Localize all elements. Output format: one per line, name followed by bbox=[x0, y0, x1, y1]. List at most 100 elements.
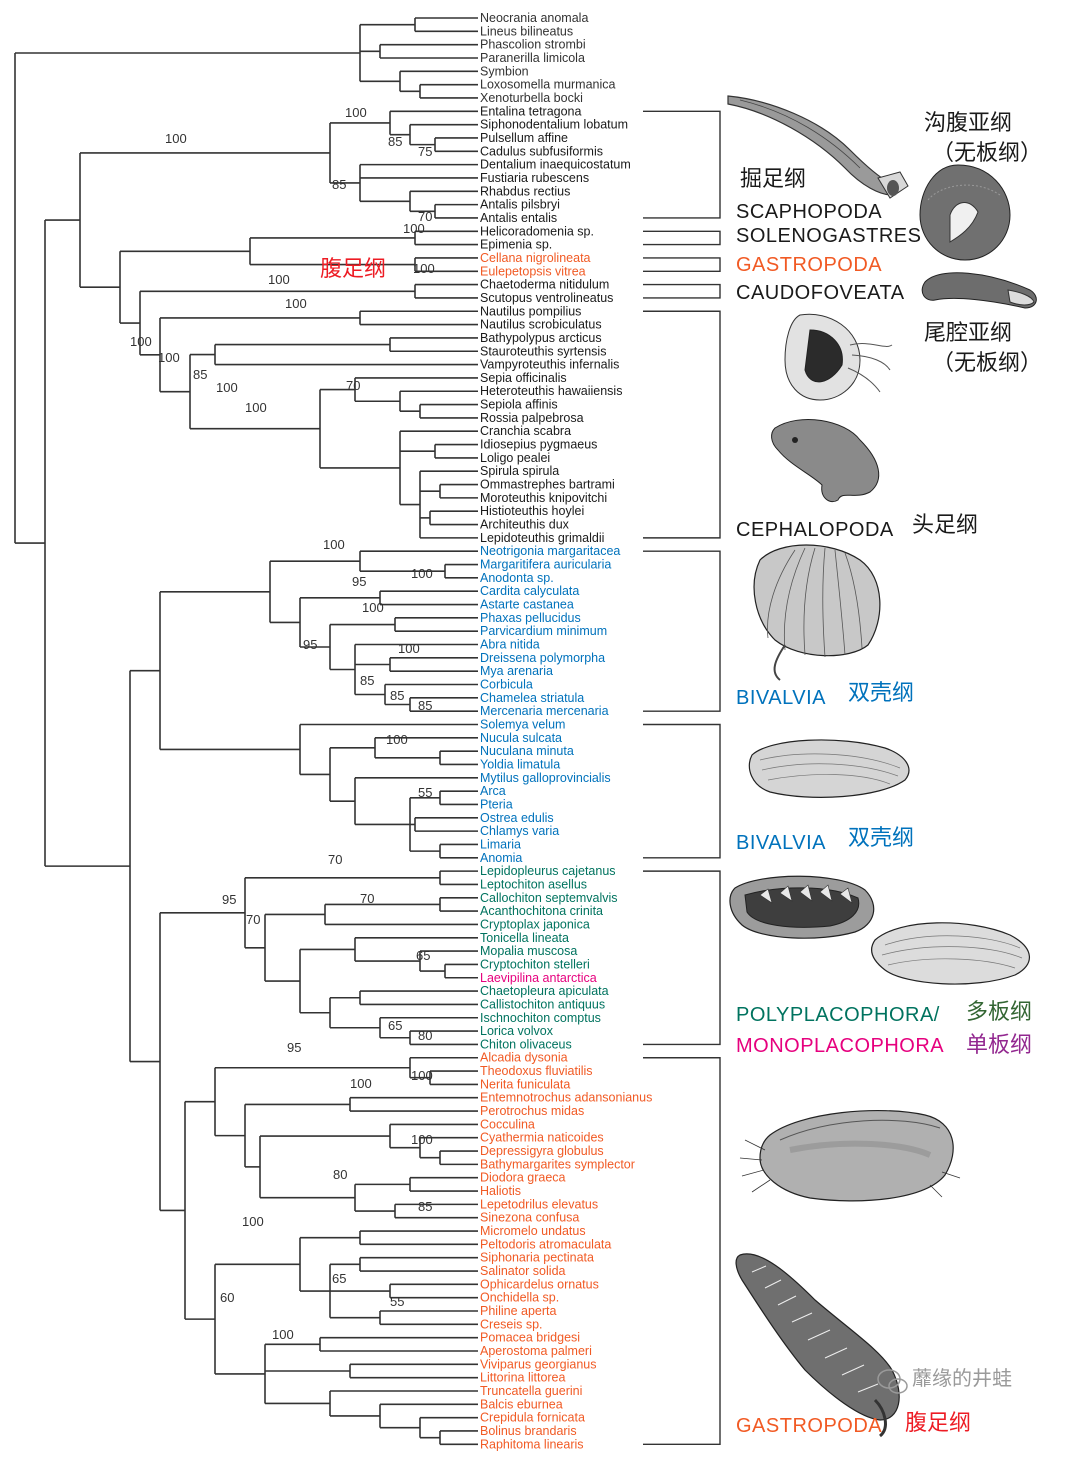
taxon-label: Micromelo undatus bbox=[480, 1224, 586, 1238]
taxon-label: Acanthochitona crinita bbox=[480, 904, 603, 918]
clam-illustration bbox=[748, 739, 910, 798]
clade-bracket bbox=[643, 310, 721, 539]
taxon-label: Phascolion strombi bbox=[480, 38, 586, 52]
taxon-label: Helicoradomenia sp. bbox=[480, 224, 594, 238]
clade-bracket bbox=[643, 257, 721, 272]
taxon-label: Astarte castanea bbox=[480, 598, 574, 612]
taxon-label: Neocrania anomala bbox=[480, 11, 588, 25]
taxon-label: Nerita funiculata bbox=[480, 1077, 570, 1091]
clade-chinese-label: 单板纲 bbox=[966, 1033, 1032, 1058]
clade-chinese-label: 腹足纲 bbox=[320, 257, 386, 282]
clade-latin-label: GASTROPODA bbox=[736, 1415, 882, 1437]
support-value: 65 bbox=[332, 1271, 346, 1286]
support-value: 95 bbox=[303, 637, 317, 652]
support-value: 70 bbox=[328, 852, 342, 867]
taxon-label: Nautilus scrobiculatus bbox=[480, 318, 602, 332]
taxon-label: Theodoxus fluviatilis bbox=[480, 1064, 593, 1078]
taxon-label: Architeuthis dux bbox=[480, 518, 570, 532]
octopus-illustration bbox=[771, 418, 880, 503]
taxon-label: Cryptochiton stelleri bbox=[480, 957, 590, 971]
support-value: 100 bbox=[413, 261, 435, 276]
taxon-label: Littorina littorea bbox=[480, 1371, 566, 1385]
taxon-label: Ischnochiton comptus bbox=[480, 1011, 601, 1025]
taxon-label: Sepiola affinis bbox=[480, 398, 558, 412]
taxon-label: Lepetodrilus elevatus bbox=[480, 1197, 598, 1211]
support-value: 55 bbox=[390, 1294, 404, 1309]
taxon-label: Haliotis bbox=[480, 1184, 521, 1198]
support-value: 100 bbox=[272, 1327, 294, 1342]
taxon-label: Epimenia sp. bbox=[480, 238, 552, 252]
taxon-label: Sepia officinalis bbox=[480, 371, 567, 385]
taxon-label: Peltodoris atromaculata bbox=[480, 1237, 611, 1251]
taxon-label: Chiton olivaceus bbox=[480, 1037, 572, 1051]
taxon-label: Chaetoderma nitidulum bbox=[480, 278, 609, 292]
taxon-label: Rhabdus rectius bbox=[480, 184, 570, 198]
taxon-label: Margaritifera auricularia bbox=[480, 558, 611, 572]
taxon-label: Tonicella lineata bbox=[480, 931, 569, 945]
taxon-label: Raphitoma linearis bbox=[480, 1437, 584, 1451]
taxon-label: Perotrochus midas bbox=[480, 1104, 584, 1118]
illustrations bbox=[727, 95, 1037, 1438]
support-value: 100 bbox=[411, 1068, 433, 1083]
taxon-label: Cellana nigrolineata bbox=[480, 251, 591, 265]
clade-chinese-label: 双壳纲 bbox=[848, 826, 914, 851]
support-value: 85 bbox=[390, 688, 404, 703]
support-value: 100 bbox=[158, 350, 180, 365]
clade-latin-label: GASTROPODA bbox=[736, 254, 882, 276]
clade-chinese-label: 多板纲 bbox=[966, 1000, 1032, 1025]
taxon-label: Spirula spirula bbox=[480, 464, 559, 478]
support-value: 100 bbox=[323, 537, 345, 552]
taxon-label: Dentalium inaequicostatum bbox=[480, 158, 631, 172]
support-value: 95 bbox=[352, 574, 366, 589]
taxon-label: Lepidopleurus cajetanus bbox=[480, 864, 616, 878]
support-value: 85 bbox=[332, 177, 346, 192]
taxon-label: Laevipilina antarctica bbox=[480, 971, 597, 985]
support-value: 95 bbox=[287, 1040, 301, 1055]
clade-bracket bbox=[643, 1057, 721, 1446]
support-value: 85 bbox=[360, 673, 374, 688]
taxon-label: Fustiaria rubescens bbox=[480, 171, 589, 185]
wechat-icon bbox=[877, 1369, 908, 1394]
taxon-label: Stauroteuthis syrtensis bbox=[480, 344, 606, 358]
watermark-text: 蘼缘的井蛙 bbox=[912, 1367, 1012, 1390]
clade-chinese-label: 头足纲 bbox=[912, 513, 978, 538]
clade-bracket bbox=[643, 283, 721, 299]
taxon-label: Solemya velum bbox=[480, 717, 565, 731]
clade-chinese-label: 沟腹亚纲 bbox=[924, 111, 1012, 136]
taxon-label: Aperostoma palmeri bbox=[480, 1344, 592, 1358]
taxon-label: Lepidoteuthis grimaldii bbox=[480, 531, 604, 545]
taxon-label: Cranchia scabra bbox=[480, 424, 571, 438]
clade-bracket bbox=[643, 110, 721, 219]
taxon-label: Neotrigonia margaritacea bbox=[480, 544, 620, 558]
support-value: 100 bbox=[345, 105, 367, 120]
taxon-label: Chaetopleura apiculata bbox=[480, 984, 609, 998]
clade-latin-label: SOLENOGASTRES bbox=[736, 225, 921, 247]
taxon-label: Anomia bbox=[480, 851, 522, 865]
taxon-label: Lineus bilineatus bbox=[480, 24, 573, 38]
support-value: 55 bbox=[418, 785, 432, 800]
support-value: 60 bbox=[220, 1290, 234, 1305]
support-value: 65 bbox=[416, 948, 430, 963]
clade-chinese-note: （无板纲） bbox=[932, 141, 1042, 166]
support-value: 65 bbox=[388, 1018, 402, 1033]
clade-latin-label: POLYPLACOPHORA/ bbox=[736, 1004, 940, 1026]
taxon-label: Viviparus georgianus bbox=[480, 1357, 597, 1371]
taxon-label: Chlamys varia bbox=[480, 824, 559, 838]
support-value: 100 bbox=[268, 272, 290, 287]
tree-branches bbox=[14, 17, 478, 1446]
support-value: 100 bbox=[411, 1132, 433, 1147]
support-value: 80 bbox=[333, 1167, 347, 1182]
support-value: 100 bbox=[216, 380, 238, 395]
taxon-label: Antalis pilsbryi bbox=[480, 198, 560, 212]
taxon-label: Scutopus ventrolineatus bbox=[480, 291, 613, 305]
taxon-label: Vampyroteuthis infernalis bbox=[480, 358, 619, 372]
taxon-label: Bathymargarites symplector bbox=[480, 1157, 635, 1171]
taxon-label: Idiosepius pygmaeus bbox=[480, 438, 597, 452]
clade-latin-label: CEPHALOPODA bbox=[736, 519, 894, 541]
taxon-label: Mercenaria mercenaria bbox=[480, 704, 609, 718]
taxon-label: Nuculana minuta bbox=[480, 744, 574, 758]
clade-chinese-label: 掘足纲 bbox=[740, 167, 806, 192]
taxon-label: Loligo pealei bbox=[480, 451, 550, 465]
taxon-label: Diodora graeca bbox=[480, 1171, 566, 1185]
